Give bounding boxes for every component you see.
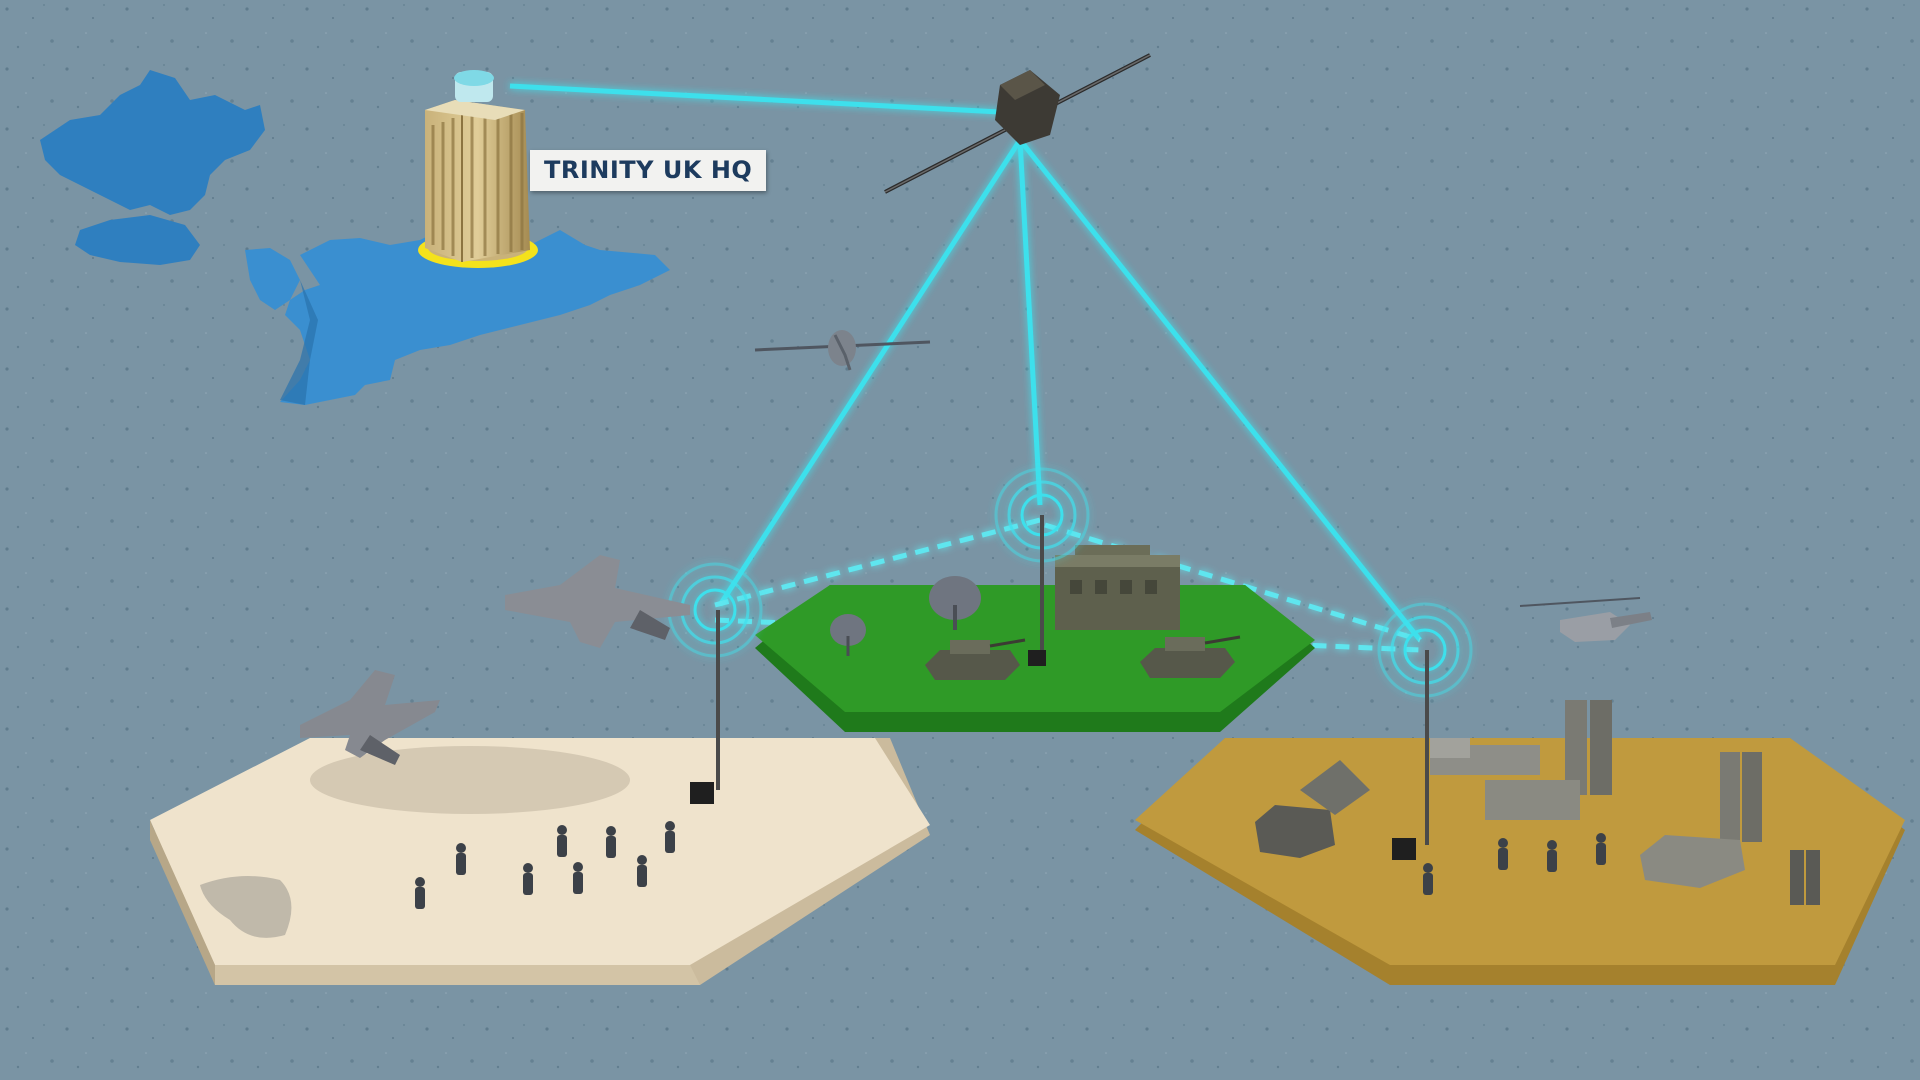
tank-icon (1140, 635, 1241, 678)
soldier-icon (1596, 833, 1606, 865)
soldier-group-sand (1423, 833, 1606, 895)
soldier-group-desert (415, 821, 675, 909)
hq-satellite-link (509, 83, 1001, 115)
soldier-icon (456, 843, 466, 875)
jet-icon (300, 670, 440, 765)
satellite-icon (884, 53, 1151, 194)
radio-mast-icon (1377, 602, 1473, 860)
uk-map (40, 70, 670, 405)
tank-icon (925, 638, 1026, 680)
soldier-icon (637, 855, 647, 887)
satellite-link-left (717, 138, 1023, 607)
soldier-icon (606, 826, 616, 858)
mesh-link-left-center (714, 517, 1041, 608)
missile-launcher-icon (1790, 850, 1820, 905)
missile-launcher-icon (1640, 752, 1762, 888)
soldier-icon (1423, 863, 1433, 895)
hq-label: TRINITY UK HQ (530, 150, 767, 191)
desert-tile (150, 738, 930, 985)
radar-dish-icon (830, 576, 981, 656)
soldier-icon (573, 862, 583, 894)
missile-launcher-icon (1485, 700, 1612, 820)
soldier-icon (665, 821, 675, 853)
soldier-icon (557, 825, 567, 857)
soldier-icon (415, 877, 425, 909)
soldier-icon (1547, 840, 1557, 872)
missile-launcher-icon (1255, 760, 1370, 858)
jet-icon (505, 555, 690, 648)
building-icon (1055, 545, 1180, 630)
soldier-icon (523, 863, 533, 895)
mesh-link-center-right (1044, 522, 1421, 643)
helicopter-icon (1519, 597, 1652, 642)
drone-icon (754, 330, 931, 371)
satellite-link-right (1018, 138, 1422, 642)
satellite-link-center (1017, 139, 1043, 506)
satellite-links (509, 83, 1422, 642)
radio-mast-icon (994, 467, 1090, 666)
soldier-icon (1498, 838, 1508, 870)
hq-tower-icon (418, 70, 538, 268)
truck-icon (1430, 738, 1540, 775)
